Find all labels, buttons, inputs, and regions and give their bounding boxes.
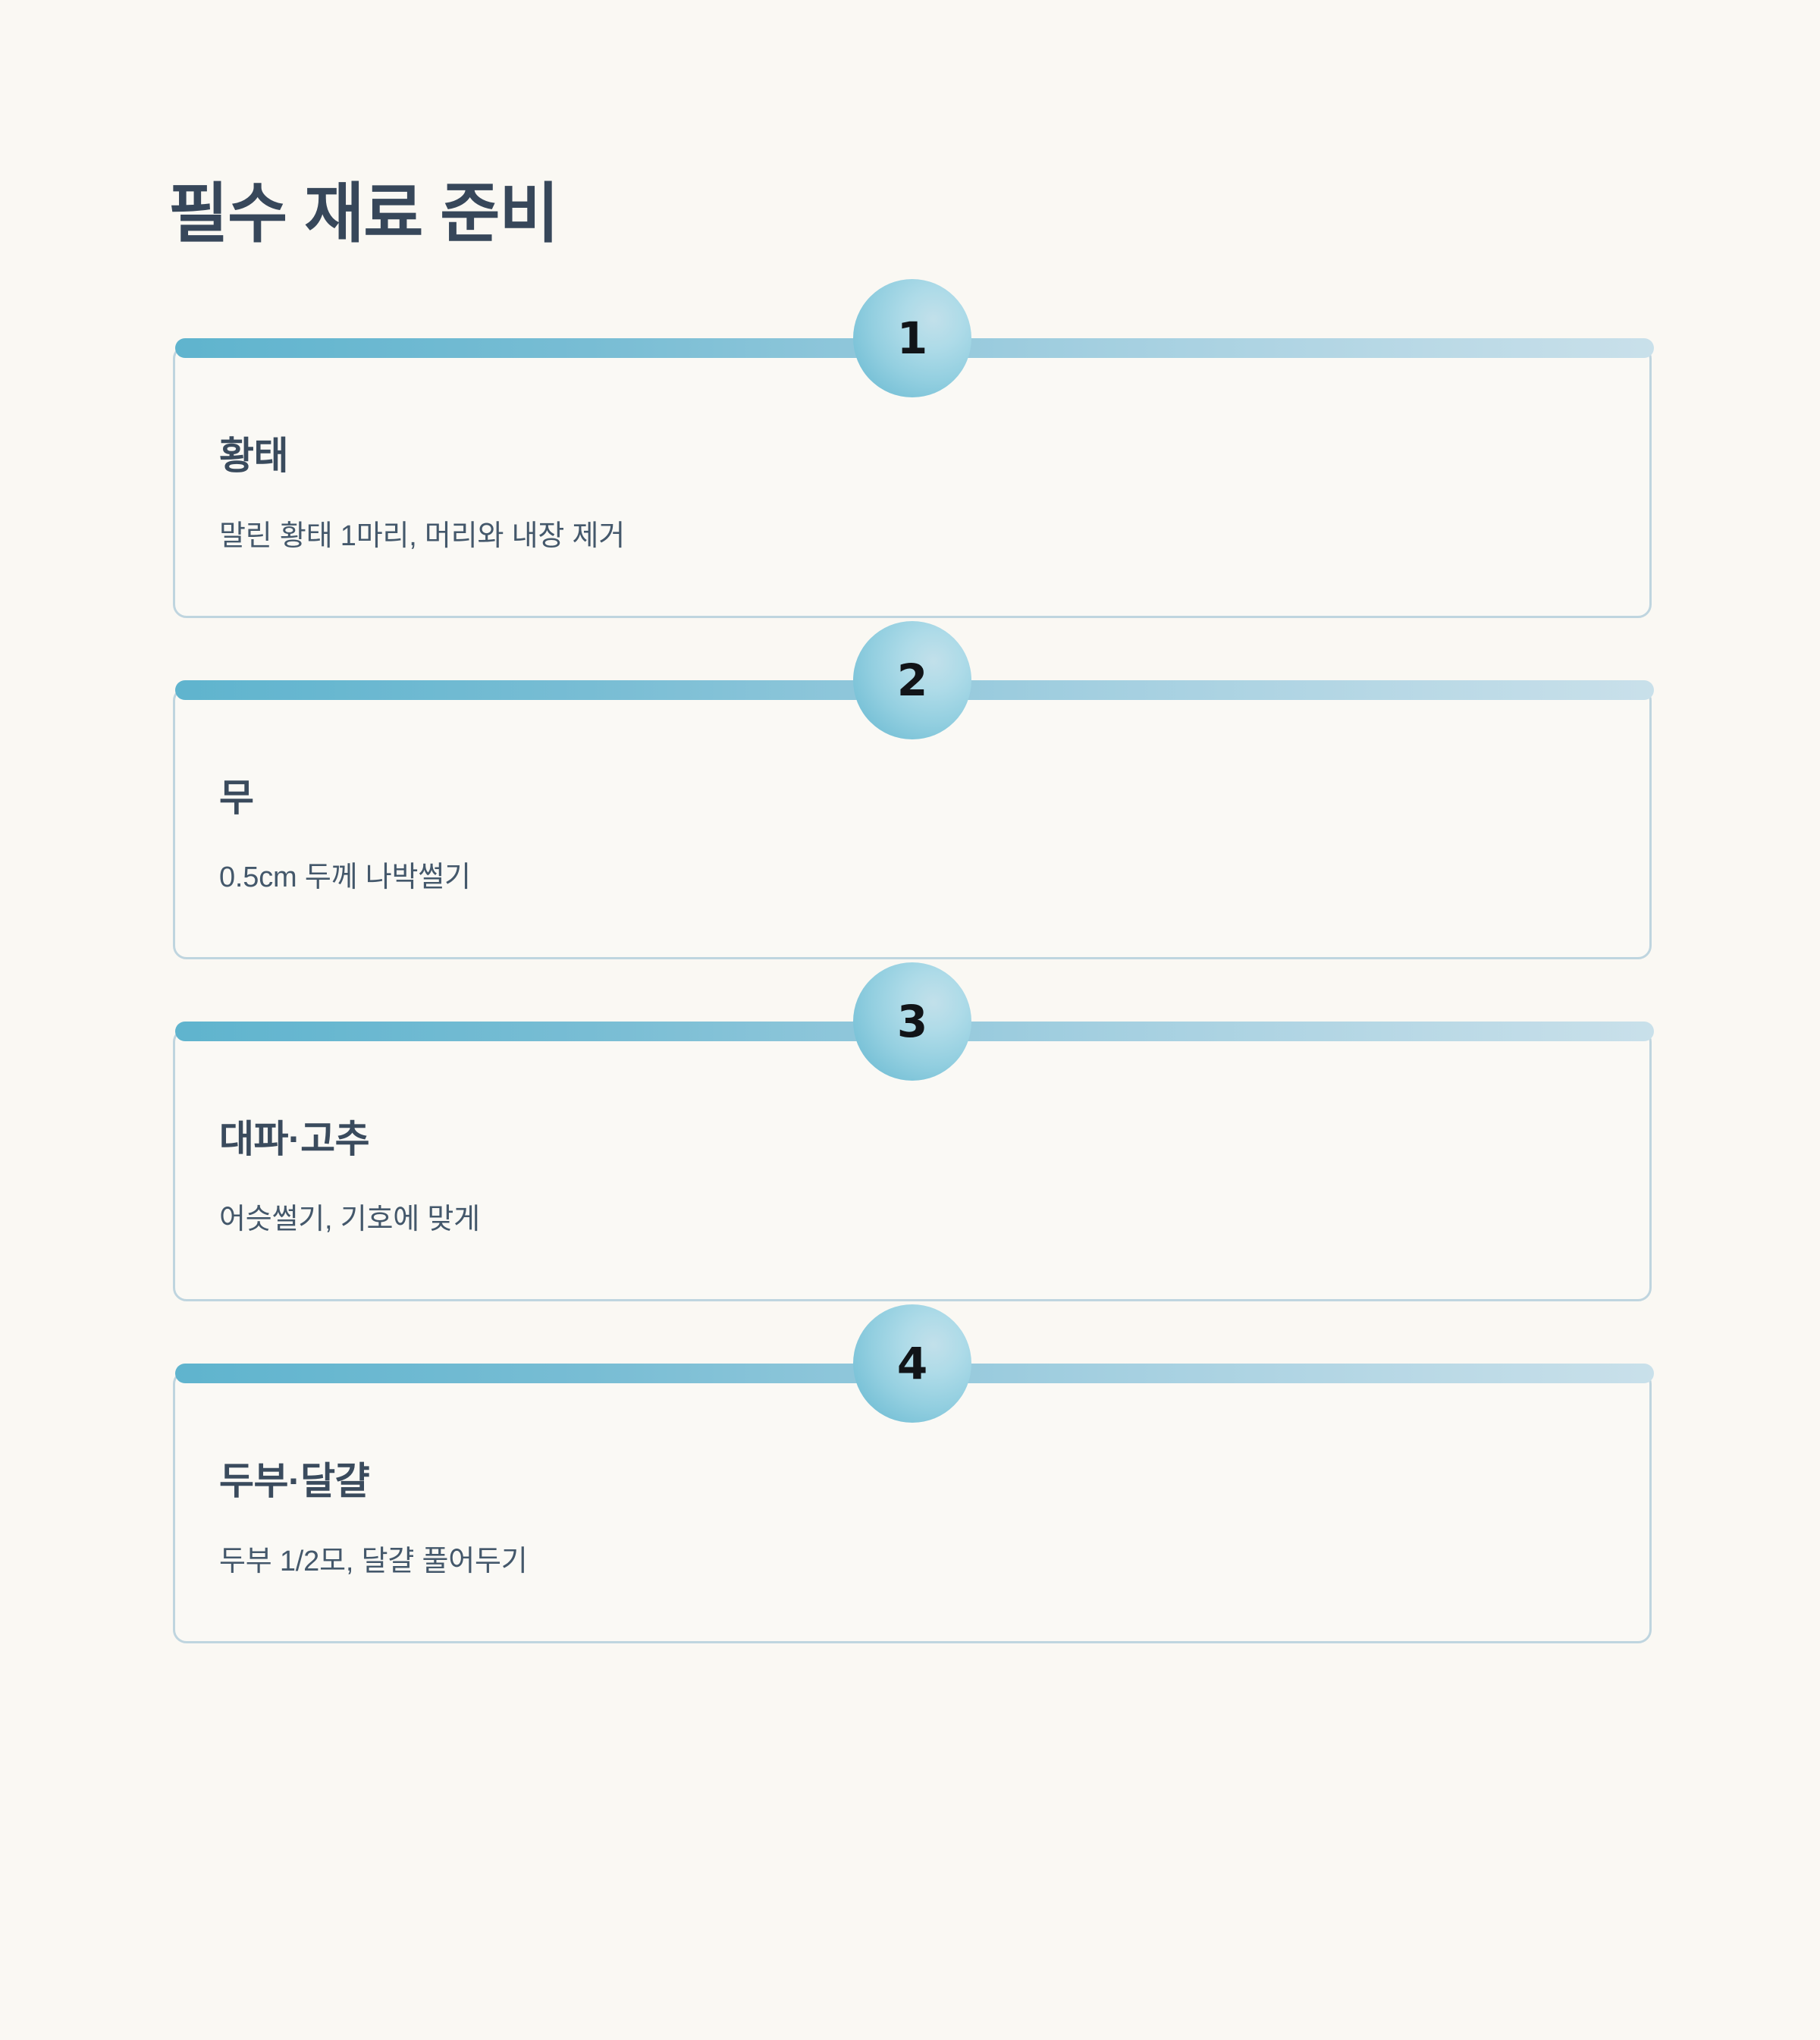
list-item[interactable]: 3 대파·고추 어슷썰기, 기호에 맞게 (173, 962, 1654, 1302)
step-card[interactable]: 3 대파·고추 어슷썰기, 기호에 맞게 (173, 962, 1654, 1302)
step-title: 황태 (219, 435, 289, 477)
step-content: 무 0.5cm 두께 나박썰기 (175, 774, 1649, 899)
step-number-label: 4 (896, 1338, 928, 1390)
list-item[interactable]: 2 무 0.5cm 두께 나박썰기 (173, 620, 1654, 960)
step-card[interactable]: 4 두부·달걀 두부 1/2모, 달걀 풀어두기 (173, 1304, 1654, 1643)
step-description: 두부 1/2모, 달걀 풀어두기 (219, 1545, 528, 1577)
step-number-badge: 1 (853, 279, 971, 397)
step-title: 무 (219, 776, 254, 819)
list-item[interactable]: 1 황태 말린 황태 1마리, 머리와 내장 제거 (173, 279, 1654, 618)
step-number-badge: 4 (853, 1304, 971, 1423)
step-description: 0.5cm 두께 나박썰기 (219, 862, 471, 894)
step-content: 두부·달걀 두부 1/2모, 달걀 풀어두기 (175, 1458, 1649, 1582)
list-item[interactable]: 4 두부·달걀 두부 1/2모, 달걀 풀어두기 (173, 1304, 1654, 1643)
step-title: 대파·고추 (219, 1118, 370, 1161)
step-content: 대파·고추 어슷썰기, 기호에 맞게 (175, 1116, 1649, 1240)
step-description: 말린 황태 1마리, 머리와 내장 제거 (219, 519, 625, 552)
step-content: 황태 말린 황태 1마리, 머리와 내장 제거 (175, 432, 1649, 557)
step-description: 어슷썰기, 기호에 맞게 (219, 1203, 480, 1235)
step-card[interactable]: 1 황태 말린 황태 1마리, 머리와 내장 제거 (173, 279, 1654, 618)
step-card[interactable]: 2 무 0.5cm 두께 나박썰기 (173, 620, 1654, 960)
ingredient-step-list: 1 황태 말린 황태 1마리, 머리와 내장 제거 2 무 0.5cm 두께 나… (173, 279, 1654, 1643)
page-title: 필수 재료 준비 (168, 177, 560, 250)
step-number-label: 3 (896, 996, 928, 1048)
step-number-label: 2 (896, 654, 928, 706)
step-number-badge: 2 (853, 620, 971, 739)
step-number-label: 1 (896, 312, 928, 364)
step-number-badge: 3 (853, 962, 971, 1081)
step-title: 두부·달걀 (219, 1460, 370, 1503)
